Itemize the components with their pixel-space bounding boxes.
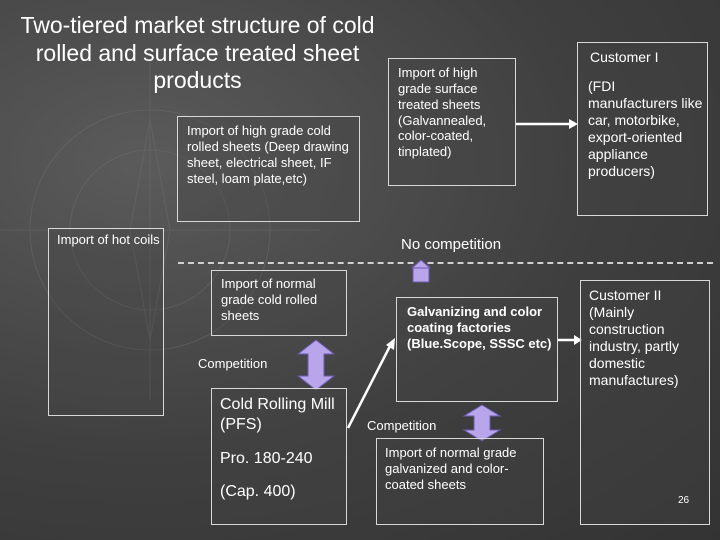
competition-left-label: Competition (198, 356, 268, 371)
cold-rolling-mill-text: Cold Rolling Mill (PFS) (220, 396, 335, 433)
production-text: Pro. 180-240 (220, 450, 313, 467)
import-normal-cold-rolled-text: Import of normal grade cold rolled sheet… (221, 276, 318, 323)
competition-right-double-arrow (462, 404, 502, 442)
import-normal-cold-rolled-box: Import of normal grade cold rolled sheet… (211, 270, 347, 336)
import-hot-coils-text: Import of hot coils (57, 232, 160, 247)
competition-left-double-arrow (296, 339, 336, 391)
galvanizing-factories-text: Galvanizing and color coating factories … (407, 304, 552, 351)
cold-rolling-mill-box: Cold Rolling Mill (PFS) Pro. 180-240 (Ca… (211, 388, 347, 525)
capacity-text: (Cap. 400) (220, 483, 296, 500)
customer-1-title: Customer I (590, 49, 659, 65)
competition-right-label: Competition (367, 418, 437, 433)
customer-2-box: Customer II (Mainly construction industr… (580, 280, 710, 525)
import-high-grade-surface-text: Import of high grade surface treated she… (398, 65, 487, 160)
arrow-to-customer-2 (558, 335, 582, 345)
import-high-grade-cold-rolled-text: Import of high grade cold rolled sheets … (187, 123, 349, 186)
tier-divider-dashed-line (178, 262, 713, 264)
no-competition-label: No competition (401, 236, 502, 253)
import-high-grade-surface-box: Import of high grade surface treated she… (388, 58, 516, 186)
arrow-to-customer-1 (516, 119, 578, 129)
import-normal-galvanized-box: Import of normal grade galvanized and co… (376, 438, 544, 525)
arrow-mill-to-galvanizing (346, 338, 395, 429)
customer-2-text: Customer II (Mainly construction industr… (589, 287, 679, 389)
tier-connector (410, 260, 432, 283)
galvanizing-factories-box: Galvanizing and color coating factories … (396, 297, 558, 402)
page-title: Two-tiered market structure of cold roll… (20, 12, 375, 94)
customer-1-box: Customer I (FDI manufacturers like car, … (577, 42, 708, 216)
import-high-grade-cold-rolled-box: Import of high grade cold rolled sheets … (177, 116, 360, 222)
customer-1-description: (FDI manufacturers like car, motorbike, … (588, 78, 703, 180)
slide-number: 26 (678, 495, 690, 506)
import-normal-galvanized-text: Import of normal grade galvanized and co… (385, 445, 517, 492)
import-hot-coils-box: Import of hot coils (48, 228, 164, 416)
